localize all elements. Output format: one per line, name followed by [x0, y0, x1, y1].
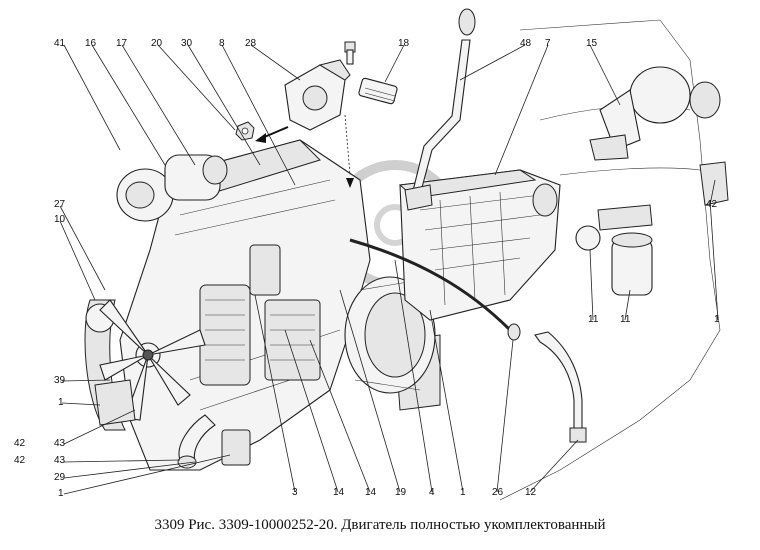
detail-pipe: [507, 323, 587, 443]
callout-1-bottom-left: 1: [58, 488, 64, 499]
callout-12: 12: [525, 487, 537, 498]
callout-42-right: 42: [706, 199, 718, 210]
gear-shift-lever: [404, 8, 476, 211]
figure-caption: 3309 Рис. 3309-10000252-20. Двигатель по…: [154, 517, 606, 533]
shift-cable: [349, 238, 512, 332]
callout-1-left: 1: [58, 397, 64, 408]
callout-39: 39: [54, 375, 66, 386]
leader-lines: [59, 44, 719, 495]
callout-42-b: 42: [14, 455, 26, 466]
callout-3: 3: [292, 487, 298, 498]
callout-28: 28: [245, 38, 257, 49]
callout-7: 7: [545, 38, 551, 49]
assembly-arrow-icon: [261, 126, 289, 139]
callout-48: 48: [520, 38, 532, 49]
arrow-head-icon: [255, 133, 266, 143]
gearbox: [398, 169, 561, 321]
detail-nut: [235, 121, 255, 141]
callout-10: 10: [54, 214, 66, 225]
fan-and-belt: [84, 299, 206, 431]
coolant-hose: [177, 414, 251, 469]
callout-43-a: 43: [54, 438, 66, 449]
callout-27: 27: [54, 199, 66, 210]
callout-16: 16: [85, 38, 97, 49]
arrow-down-icon: [346, 178, 354, 188]
turbocharger-left: [116, 154, 228, 222]
callout-15: 15: [586, 38, 598, 49]
detail-bolt: [344, 41, 356, 65]
callout-20: 20: [151, 38, 163, 49]
callout-41: 41: [54, 38, 66, 49]
detail-fitting-18: [358, 77, 398, 105]
callout-26: 26: [492, 487, 504, 498]
callout-11-b: 11: [620, 314, 631, 325]
callout-17: 17: [116, 38, 128, 49]
oil-filter: [575, 204, 653, 296]
callout-4: 4: [429, 487, 435, 498]
callout-11-a: 11: [588, 314, 599, 325]
callout-14-b: 14: [365, 487, 377, 498]
callout-1-right: 1: [714, 314, 720, 325]
callout-18: 18: [398, 38, 410, 49]
callout-14-a: 14: [333, 487, 345, 498]
callout-30: 30: [181, 38, 193, 49]
callout-42-a: 42: [14, 438, 26, 449]
callout-29: 29: [54, 472, 66, 483]
callout-19: 19: [395, 487, 407, 498]
detail-flange-28: [284, 59, 351, 131]
turbocharger-right: [589, 66, 721, 161]
callout-1-bottom: 1: [460, 487, 466, 498]
callout-8: 8: [219, 38, 225, 49]
callout-43-b: 43: [54, 455, 66, 466]
